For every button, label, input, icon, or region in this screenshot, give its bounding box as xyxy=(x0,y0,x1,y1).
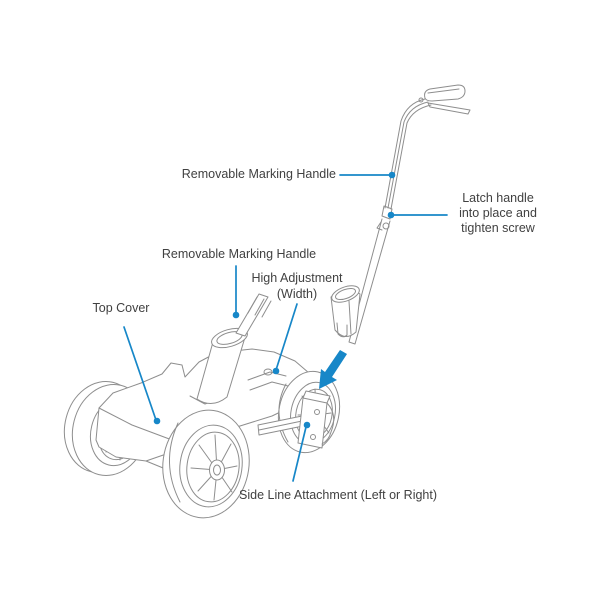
handle-upper-shaft xyxy=(384,98,432,210)
label-marking-handle-lower: Removable Marking Handle xyxy=(161,247,317,261)
leader-marking-handle-lower xyxy=(232,265,240,319)
label-top-cover: Top Cover xyxy=(92,301,150,315)
cart-illustration xyxy=(63,293,341,519)
label-latch-instruction: Latch handle into place and tighten scre… xyxy=(459,191,537,236)
latch-joint xyxy=(376,205,393,231)
handle-grip xyxy=(424,84,466,102)
leader-top-cover xyxy=(123,326,161,425)
handle-linkage xyxy=(247,368,289,391)
leader-high-adjustment xyxy=(272,303,298,375)
leader-dot xyxy=(387,211,395,219)
marking-handle-illustration xyxy=(330,84,471,345)
leader-dot xyxy=(153,417,161,425)
front-wheel xyxy=(162,409,250,519)
label-high-adjustment: High Adjustment (Width) xyxy=(251,271,343,301)
leader-dot xyxy=(272,367,280,375)
leader-dot xyxy=(388,171,396,179)
label-side-line-attachment: Side Line Attachment (Left or Right) xyxy=(239,488,438,502)
leader-side-line-attachment xyxy=(292,421,311,482)
label-marking-handle-upper: Removable Marking Handle xyxy=(181,167,336,181)
leader-dot xyxy=(232,311,240,319)
insertion-arrow-icon xyxy=(319,350,347,389)
leader-latch-instruction xyxy=(387,211,448,219)
grip-latch-lever xyxy=(418,97,471,115)
side-line-attachment-part xyxy=(257,390,335,449)
handle-stub-tube xyxy=(235,293,272,337)
annotations xyxy=(123,171,448,482)
paint-can-holder xyxy=(330,285,361,338)
leader-dot xyxy=(303,421,311,429)
leader-marking-handle-upper xyxy=(339,171,396,179)
